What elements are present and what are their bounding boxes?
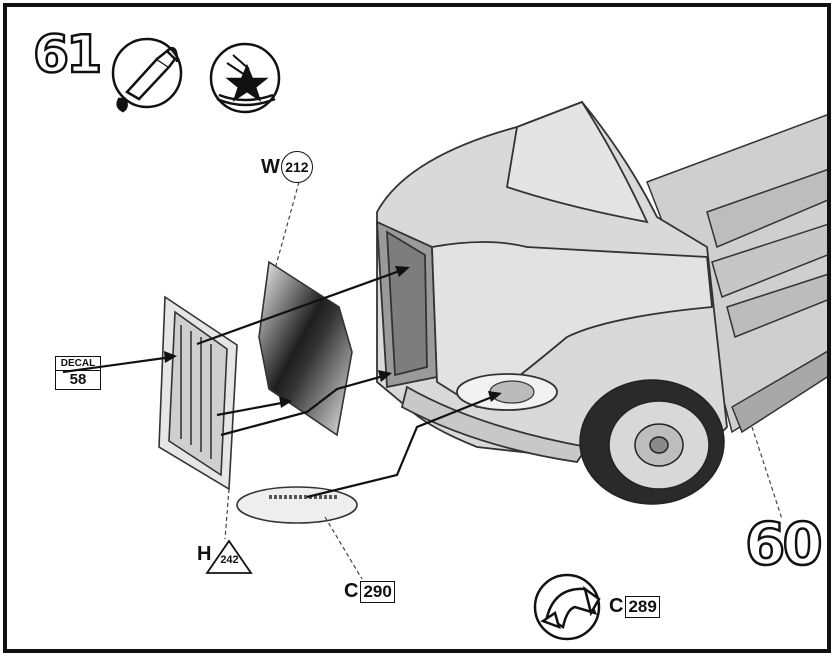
assembly-arrows (62, 267, 498, 499)
part-h-letter: H (197, 543, 212, 565)
part-c289-number: 289 (625, 596, 660, 618)
rotate-arrow-icon (533, 573, 601, 641)
part-h-label: H (197, 543, 211, 566)
part-h-triangle (205, 539, 253, 574)
grille-part (158, 295, 238, 491)
decal-number: 58 (69, 371, 87, 388)
glue-tube-icon (111, 37, 183, 113)
truck-cab (376, 100, 728, 463)
part-c290-letter: C (344, 580, 359, 602)
lens-part (236, 486, 358, 524)
step-number: 61 (32, 25, 104, 85)
window-part (258, 260, 353, 437)
truck-chassis (646, 114, 827, 434)
decal-water-icon (209, 42, 281, 114)
part-c290-number: 290 (360, 581, 395, 603)
part-c289-letter: C (609, 595, 624, 617)
decal-label: DECAL (56, 357, 100, 371)
assembly-drawing (62, 37, 827, 641)
leader-lines (224, 181, 783, 580)
front-wheel (579, 379, 725, 505)
part-h-number: 242 (220, 554, 239, 566)
part-w-number: 212 (280, 151, 313, 183)
arrow-heads (164, 266, 502, 408)
reference-step-number: 60 (744, 510, 824, 578)
decal-callout: DECAL 58 (55, 356, 101, 390)
part-w-label: W 212 (261, 151, 313, 183)
part-w-letter: W (261, 155, 280, 178)
